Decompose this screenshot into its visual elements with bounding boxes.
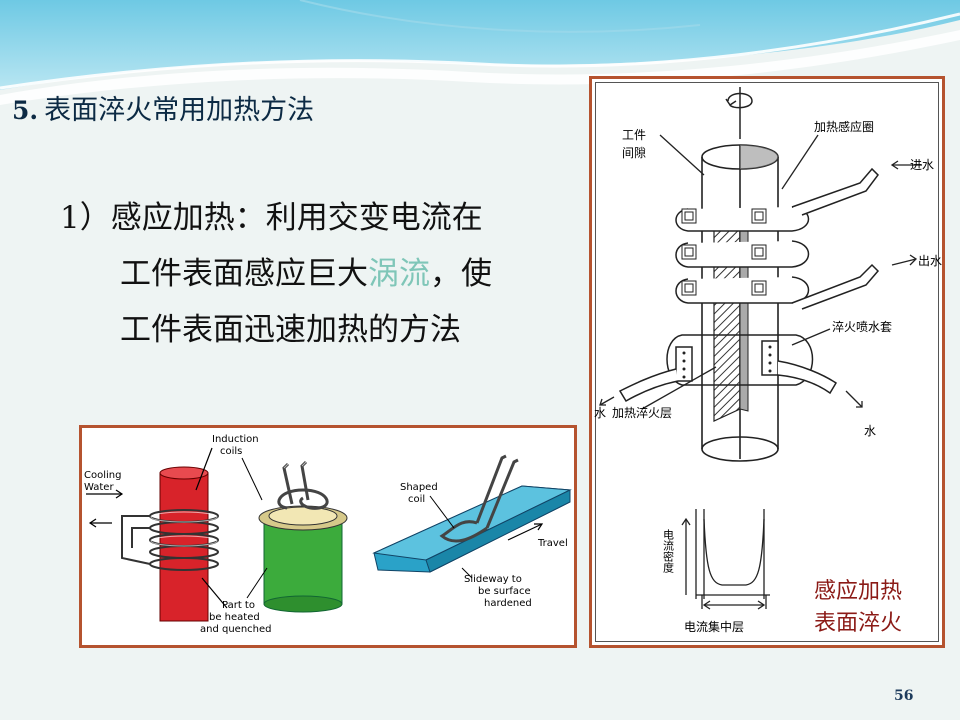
current-density-curve xyxy=(681,509,770,610)
slideway-label-1: Slideway to xyxy=(464,574,522,585)
current-layer-label: 电流集中层 xyxy=(684,619,744,634)
cooling-water-label-2: Water xyxy=(84,482,114,493)
caption-line-2: 表面淬火 xyxy=(814,611,903,636)
part-label-1: Part to xyxy=(222,600,255,611)
title-number: 5. xyxy=(12,96,39,125)
water-in-label: 进水 xyxy=(910,158,934,172)
shaped-coil-label-1: Shaped xyxy=(400,482,438,493)
shaped-coil-label-2: coil xyxy=(408,494,425,505)
heated-layer-label: 加热淬火层 xyxy=(612,405,672,420)
water-out-label: 出水 xyxy=(918,254,942,268)
bullet-line-2-text: 工件表面感应巨大 xyxy=(120,256,368,292)
travel-label: Travel xyxy=(537,538,568,549)
water-left-label: 水 xyxy=(594,406,606,420)
gap-label: 间隙 xyxy=(622,146,646,160)
red-cylinder-top xyxy=(159,466,209,480)
induction-coils-label-2: coils xyxy=(220,446,242,457)
page-number: 56 xyxy=(894,688,914,704)
part-label-2: be heated xyxy=(209,612,260,623)
green-cylinder-part xyxy=(263,519,343,605)
workpiece-label: 工件 xyxy=(622,128,646,142)
travel-arrow xyxy=(507,523,544,541)
quench-jacket-label: 淬火喷水套 xyxy=(832,319,892,334)
slideway-label-2: be surface xyxy=(478,586,531,597)
cooling-water-arrows xyxy=(86,447,228,609)
induction-coil xyxy=(675,167,880,310)
water-flow-arrows xyxy=(599,134,922,410)
header-wave-decoration xyxy=(0,0,960,110)
coil-cross-sections xyxy=(681,208,767,296)
induction-hardening-diagram: 工件 间隙 加热感应圈 进水 出水 淬火喷水套 水 加热淬火层 水 xyxy=(594,87,942,634)
induction-hardening-figure: 工件 间隙 加热感应圈 进水 出水 淬火喷水套 水 加热淬火层 水 xyxy=(589,76,945,648)
induction-coils-label-1: Induction xyxy=(212,434,259,445)
induction-coils-figure: Cooling Water Induction coils Part to be… xyxy=(79,425,577,648)
current-density-label: 电流密度 xyxy=(662,529,675,574)
shaped-coil xyxy=(439,454,519,543)
water-right-label: 水 xyxy=(864,424,876,438)
highlight-eddy-current: 涡流 xyxy=(368,256,430,292)
figure-caption: 感应加热 表面淬火 xyxy=(814,576,902,640)
slideway-label-3: hardened xyxy=(484,598,532,609)
cooling-water-label-1: Cooling xyxy=(84,470,121,481)
part-label-3: and quenched xyxy=(200,624,272,635)
bullet-line-2-end: ，使 xyxy=(430,256,492,292)
slide-title: 5.表面淬火常用加热方法 xyxy=(12,88,314,127)
bullet-definition: 1）感应加热：利用交变电流在 工件表面感应巨大涡流，使 工件表面迅速加热的方法 xyxy=(60,190,580,358)
bullet-line-2: 工件表面感应巨大涡流，使 xyxy=(60,246,580,302)
caption-line-1: 感应加热 xyxy=(814,579,903,604)
induction-coils-diagram: Cooling Water Induction coils Part to be… xyxy=(84,434,572,635)
bullet-line-1: 1）感应加热：利用交变电流在 xyxy=(60,200,483,236)
title-text: 表面淬火常用加热方法 xyxy=(44,95,315,126)
figure-inner-frame xyxy=(595,82,939,642)
coil-label: 加热感应圈 xyxy=(814,119,874,134)
quench-spray-jacket xyxy=(618,334,838,403)
spray-holes xyxy=(682,345,772,379)
bullet-line-3: 工件表面迅速加热的方法 xyxy=(120,312,461,348)
rotation-arrow-icon xyxy=(725,87,753,139)
